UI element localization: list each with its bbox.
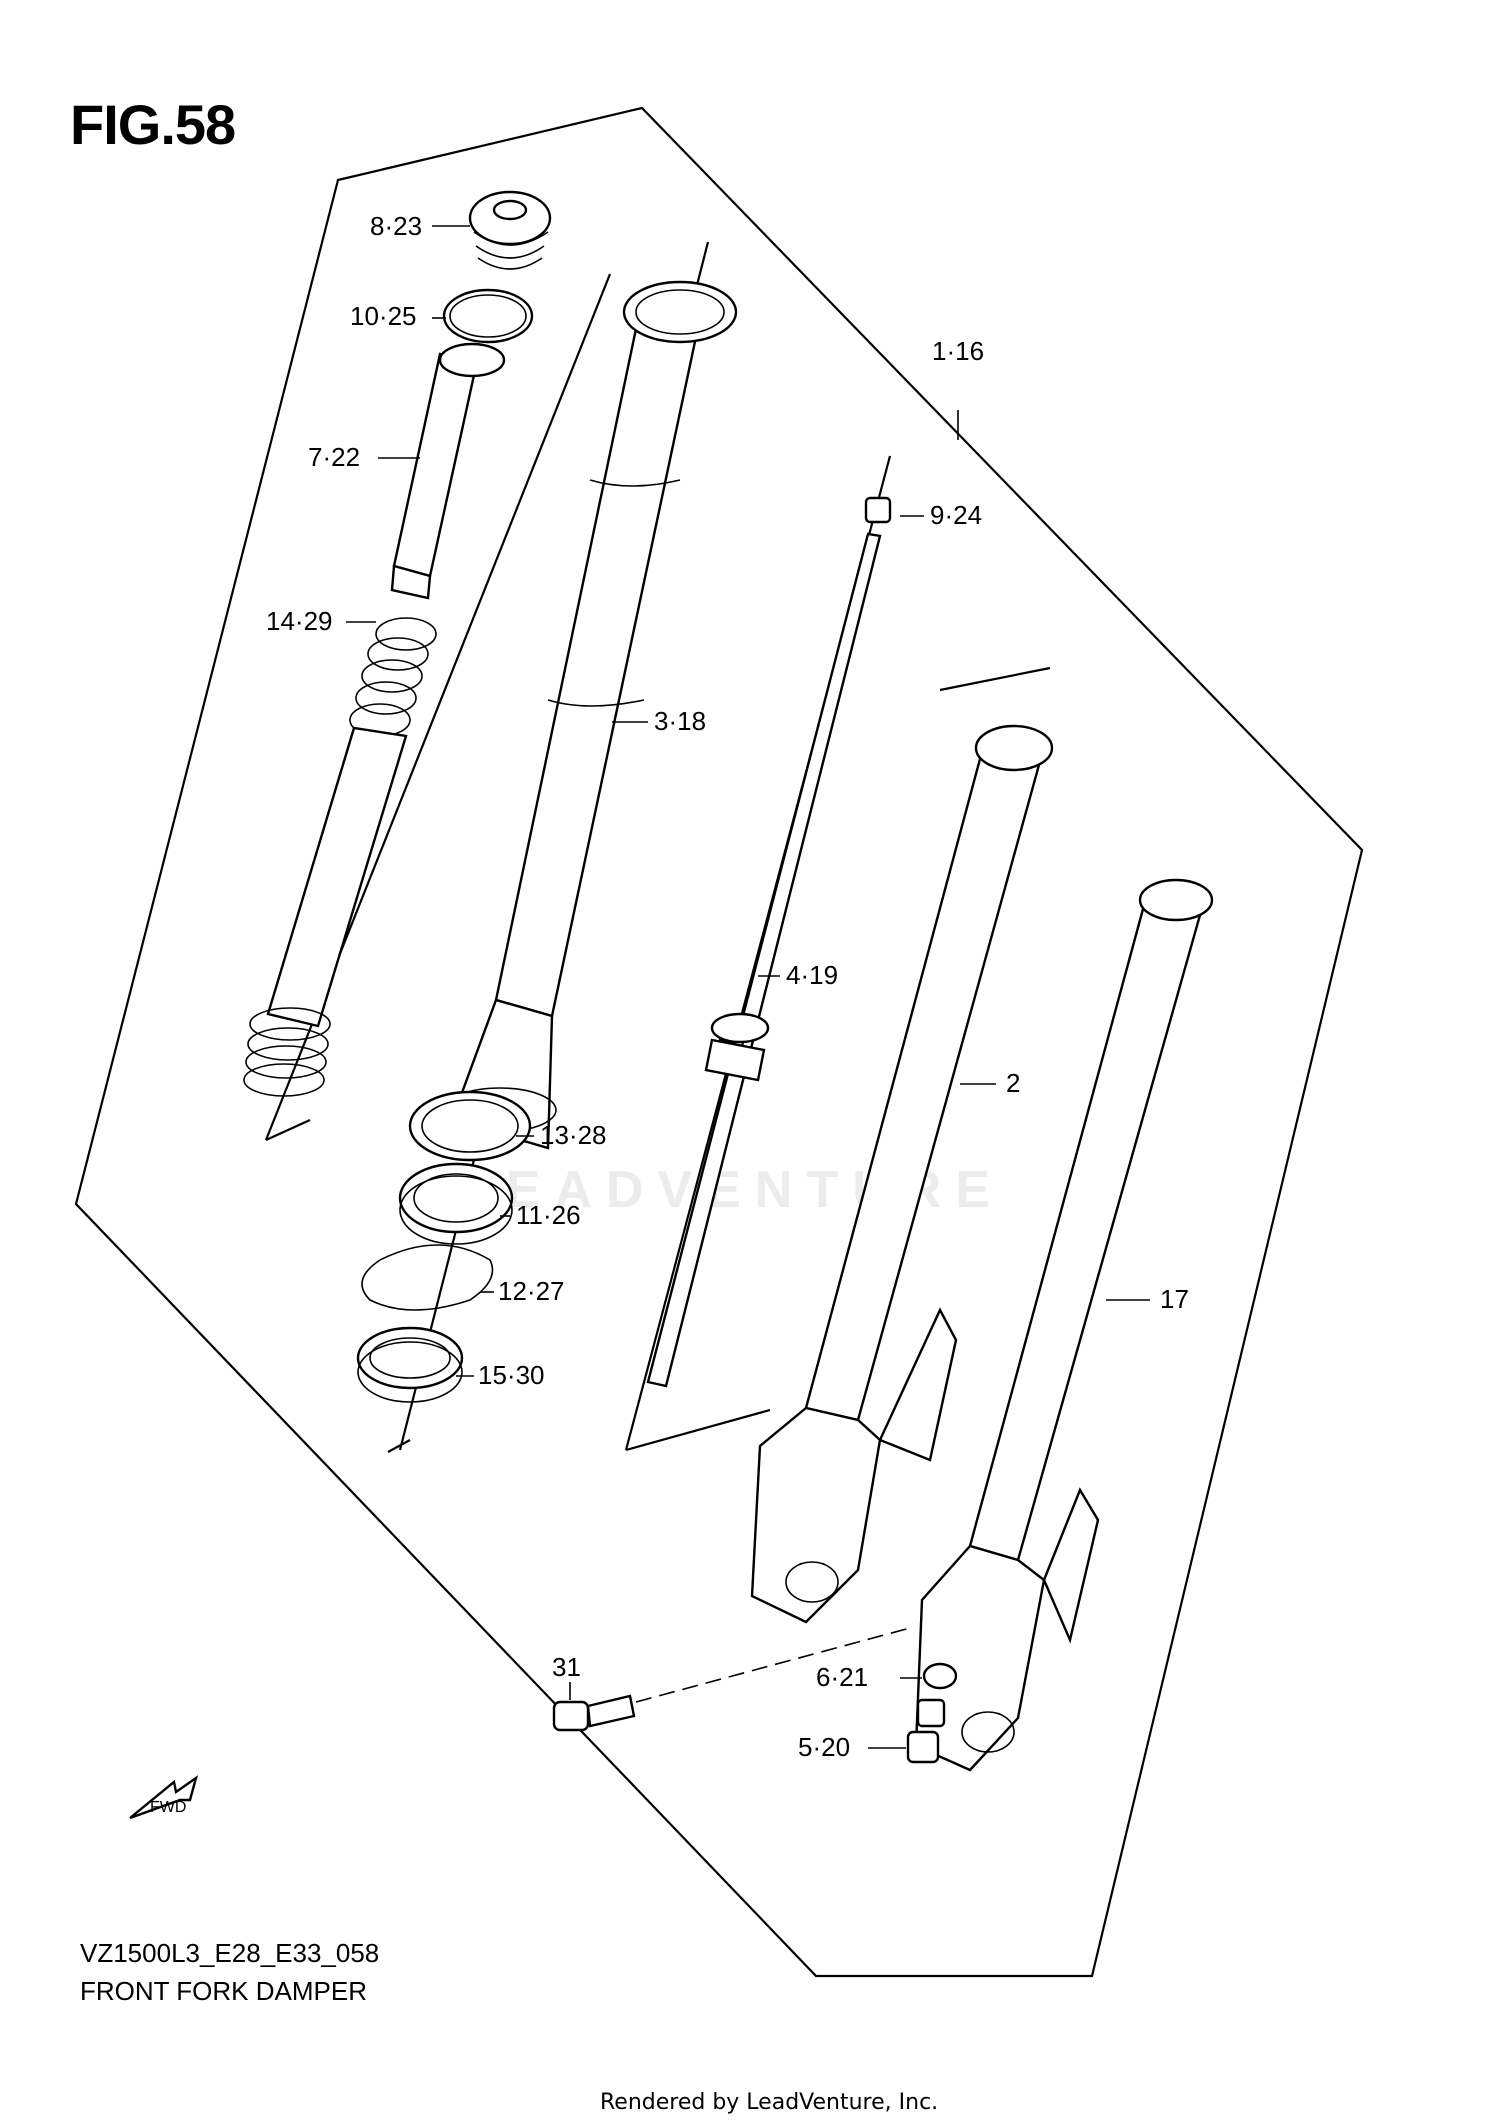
label-bolt: 31	[552, 1652, 581, 1682]
damper-rod-icon	[646, 532, 882, 1388]
fork-cap-icon	[468, 190, 552, 270]
assembly-outline	[74, 106, 1364, 1978]
label-oil-seal: 11·26	[516, 1200, 581, 1230]
fork-spring-icon	[243, 617, 437, 1097]
gasket-icon	[922, 1662, 958, 1690]
diagram-caption: FRONT FORK DAMPER	[80, 1976, 367, 2006]
dust-seal-icon	[356, 1326, 464, 1403]
label-damper-rod: 4·19	[786, 960, 838, 990]
label-cap: 8·23	[370, 211, 422, 241]
right-outer-tube-icon	[914, 878, 1214, 1772]
label-spacer: 7·22	[308, 442, 360, 472]
label-o-ring: 10·25	[350, 301, 417, 331]
model-code: VZ1500L3_E28_E33_058	[80, 1938, 380, 1968]
figure-title: FIG.58	[70, 93, 236, 156]
spacer-tube-icon	[390, 342, 506, 600]
label-right-outer-tube: 17	[1160, 1284, 1189, 1314]
label-assembly: 1·16	[932, 336, 984, 366]
label-inner-tube: 3·18	[654, 706, 706, 736]
render-credit: Rendered by LeadVenture, Inc.	[600, 2090, 939, 2115]
drain-screw-icon	[906, 1698, 946, 1764]
label-drain-screw: 5·20	[798, 1732, 850, 1762]
svg-text:FWD: FWD	[150, 1799, 186, 1816]
label-gasket: 6·21	[816, 1662, 868, 1692]
left-outer-tube-icon	[750, 724, 1054, 1624]
label-left-outer-tube: 2	[1006, 1068, 1020, 1098]
damper-nut-icon	[864, 496, 892, 524]
o-ring-icon	[442, 288, 534, 344]
circlip-icon	[361, 1244, 494, 1311]
bolt-icon	[552, 1694, 636, 1732]
label-nut: 9·24	[930, 500, 982, 530]
label-spring: 14·29	[266, 606, 333, 636]
fwd-arrow-icon: FWD	[129, 1775, 199, 1820]
washer-icon	[408, 1090, 532, 1162]
label-washer: 13·28	[540, 1120, 607, 1150]
label-clip: 12·27	[498, 1276, 565, 1306]
label-dust-seal: 15·30	[478, 1360, 545, 1390]
tube-panel-outline	[939, 666, 1051, 692]
oil-seal-icon	[398, 1162, 514, 1245]
